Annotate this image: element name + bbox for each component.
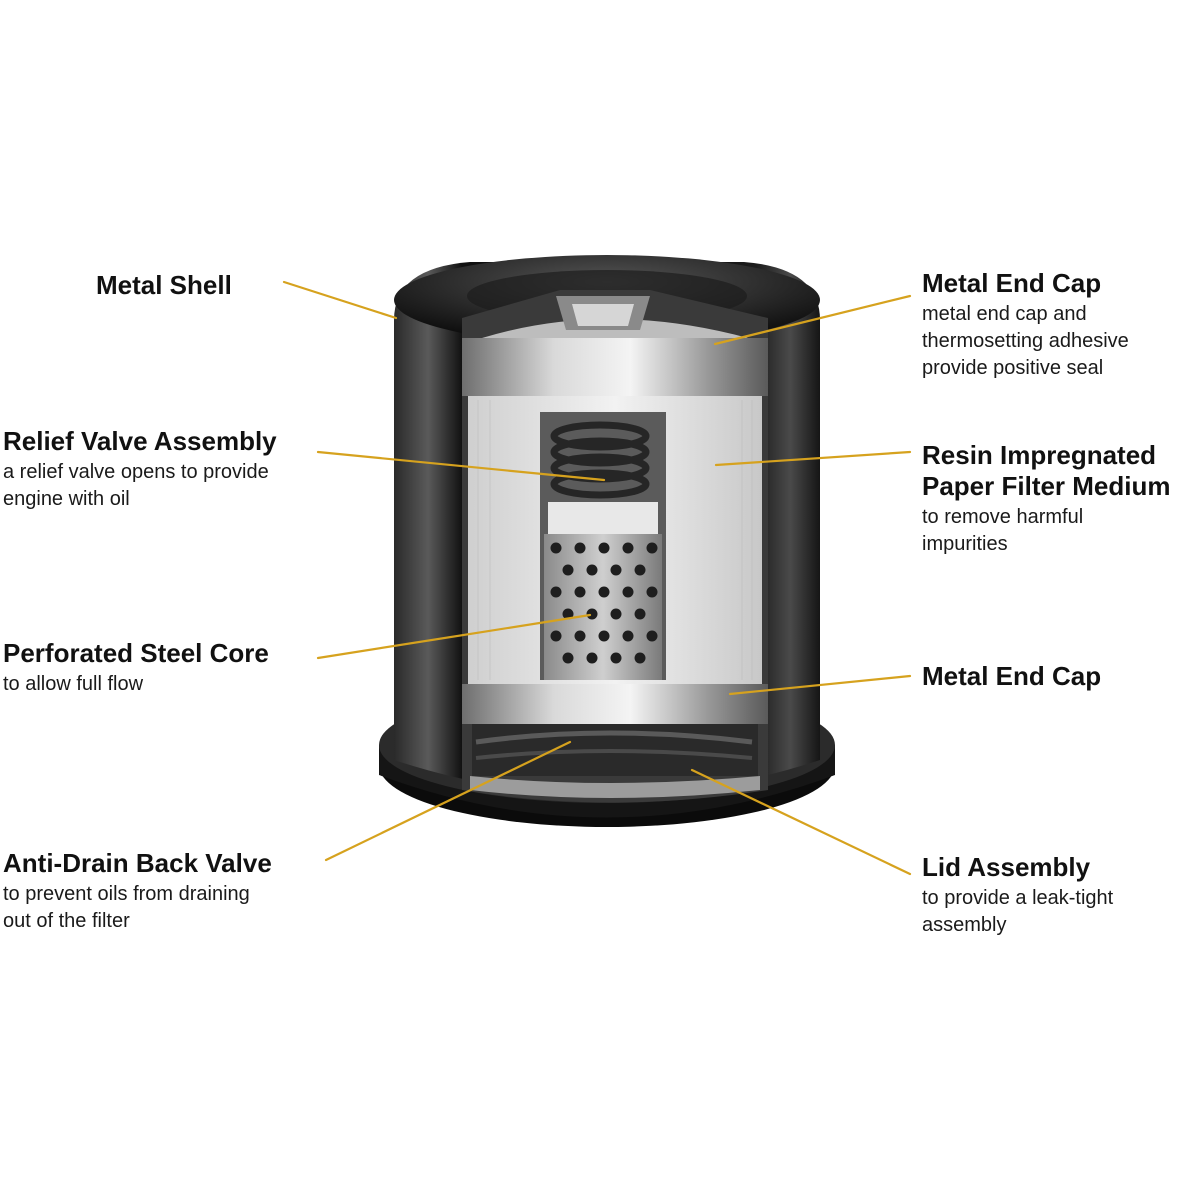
metal-end-cap-top <box>462 296 768 396</box>
label-anti-drain-back-valve: Anti-Drain Back Valve to prevent oils fr… <box>3 848 272 935</box>
relief-valve-spring <box>550 421 650 499</box>
perforation-hole <box>586 608 598 620</box>
perforation-hole <box>586 564 598 576</box>
label-resin-impregnated-paper: Resin Impregnated Paper Filter Medium to… <box>922 440 1200 558</box>
perforation-hole <box>610 652 622 664</box>
desc-line: impurities <box>922 533 1008 555</box>
label-metal-end-cap-bottom: Metal End Cap <box>922 661 1101 692</box>
desc-line: to provide a leak-tight <box>922 887 1114 909</box>
perforation-hole <box>562 608 574 620</box>
label-title: Metal End Cap <box>922 268 1102 298</box>
perforated-core <box>544 534 662 680</box>
perforation-hole <box>550 542 562 554</box>
perforation-hole <box>622 630 634 642</box>
leader-end-cap-bottom <box>728 674 912 696</box>
lid-assembly <box>470 724 760 798</box>
perforation-hole <box>562 652 574 664</box>
perforation-hole <box>622 542 634 554</box>
leader-metal-shell <box>282 280 398 320</box>
perforation-hole <box>598 586 610 598</box>
label-description: to prevent oils from draining out of the… <box>3 881 272 935</box>
cutaway-window <box>462 290 768 803</box>
label-title: Metal End Cap <box>922 661 1102 691</box>
perforation-hole <box>634 564 646 576</box>
label-description: to provide a leak-tight assembly <box>922 885 1113 939</box>
desc-line: thermosetting adhesive <box>922 330 1129 352</box>
label-title: Relief Valve Assembly <box>3 426 277 456</box>
desc-line: to prevent oils from draining <box>3 883 250 905</box>
perforation-hole <box>598 542 610 554</box>
perforation-hole <box>634 652 646 664</box>
desc-line: out of the filter <box>3 910 130 932</box>
label-title: Anti-Drain Back Valve <box>3 848 272 878</box>
desc-line: a relief valve opens to provide <box>3 461 269 483</box>
label-description: a relief valve opens to provide engine w… <box>3 459 277 513</box>
label-title: Resin Impregnated Paper Filter Medium <box>922 440 1200 502</box>
leader-end-cap-top <box>713 294 912 346</box>
perforation-hole <box>646 586 658 598</box>
label-title: Metal Shell <box>96 270 232 300</box>
label-description: to remove harmful impurities <box>922 504 1200 558</box>
perforation-hole <box>574 542 586 554</box>
perforation-hole <box>598 630 610 642</box>
perforation-hole <box>550 630 562 642</box>
perforation-hole <box>610 564 622 576</box>
desc-line: to allow full flow <box>3 673 144 695</box>
metal-end-cap-bottom <box>462 684 768 724</box>
leader-lid-assembly <box>690 768 912 876</box>
desc-line: metal end cap and <box>922 303 1087 325</box>
perforation-hole <box>622 586 634 598</box>
desc-line: to remove harmful <box>922 506 1084 528</box>
title-line: Paper Filter Medium <box>922 471 1171 501</box>
label-perforated-steel-core: Perforated Steel Core to allow full flow <box>3 638 269 698</box>
perforation-hole <box>562 564 574 576</box>
perforation-hole <box>646 630 658 642</box>
perforation-hole <box>610 608 622 620</box>
leader-anti-drain <box>324 740 572 862</box>
label-description: metal end cap and thermosetting adhesive… <box>922 301 1129 382</box>
leader-resin-paper <box>714 450 912 467</box>
perforation-hole <box>586 652 598 664</box>
label-relief-valve-assembly: Relief Valve Assembly a relief valve ope… <box>3 426 277 513</box>
perforation-hole <box>574 586 586 598</box>
leader-relief-valve <box>316 450 606 482</box>
perforation-hole <box>634 608 646 620</box>
title-line: Resin Impregnated <box>922 440 1157 470</box>
perforation-hole <box>646 542 658 554</box>
perforation-hole <box>550 586 562 598</box>
label-metal-shell: Metal Shell <box>96 270 232 301</box>
label-title: Perforated Steel Core <box>3 638 269 668</box>
desc-line: engine with oil <box>3 488 130 510</box>
label-description: to allow full flow <box>3 671 269 698</box>
label-metal-end-cap-top: Metal End Cap metal end cap and thermose… <box>922 268 1129 382</box>
leader-perforated-core <box>316 613 592 660</box>
desc-line: provide positive seal <box>922 357 1104 379</box>
leader-lines <box>282 280 912 876</box>
desc-line: assembly <box>922 914 1007 936</box>
perforation-hole <box>574 630 586 642</box>
label-title: Lid Assembly <box>922 852 1091 882</box>
label-lid-assembly: Lid Assembly to provide a leak-tight ass… <box>922 852 1113 939</box>
